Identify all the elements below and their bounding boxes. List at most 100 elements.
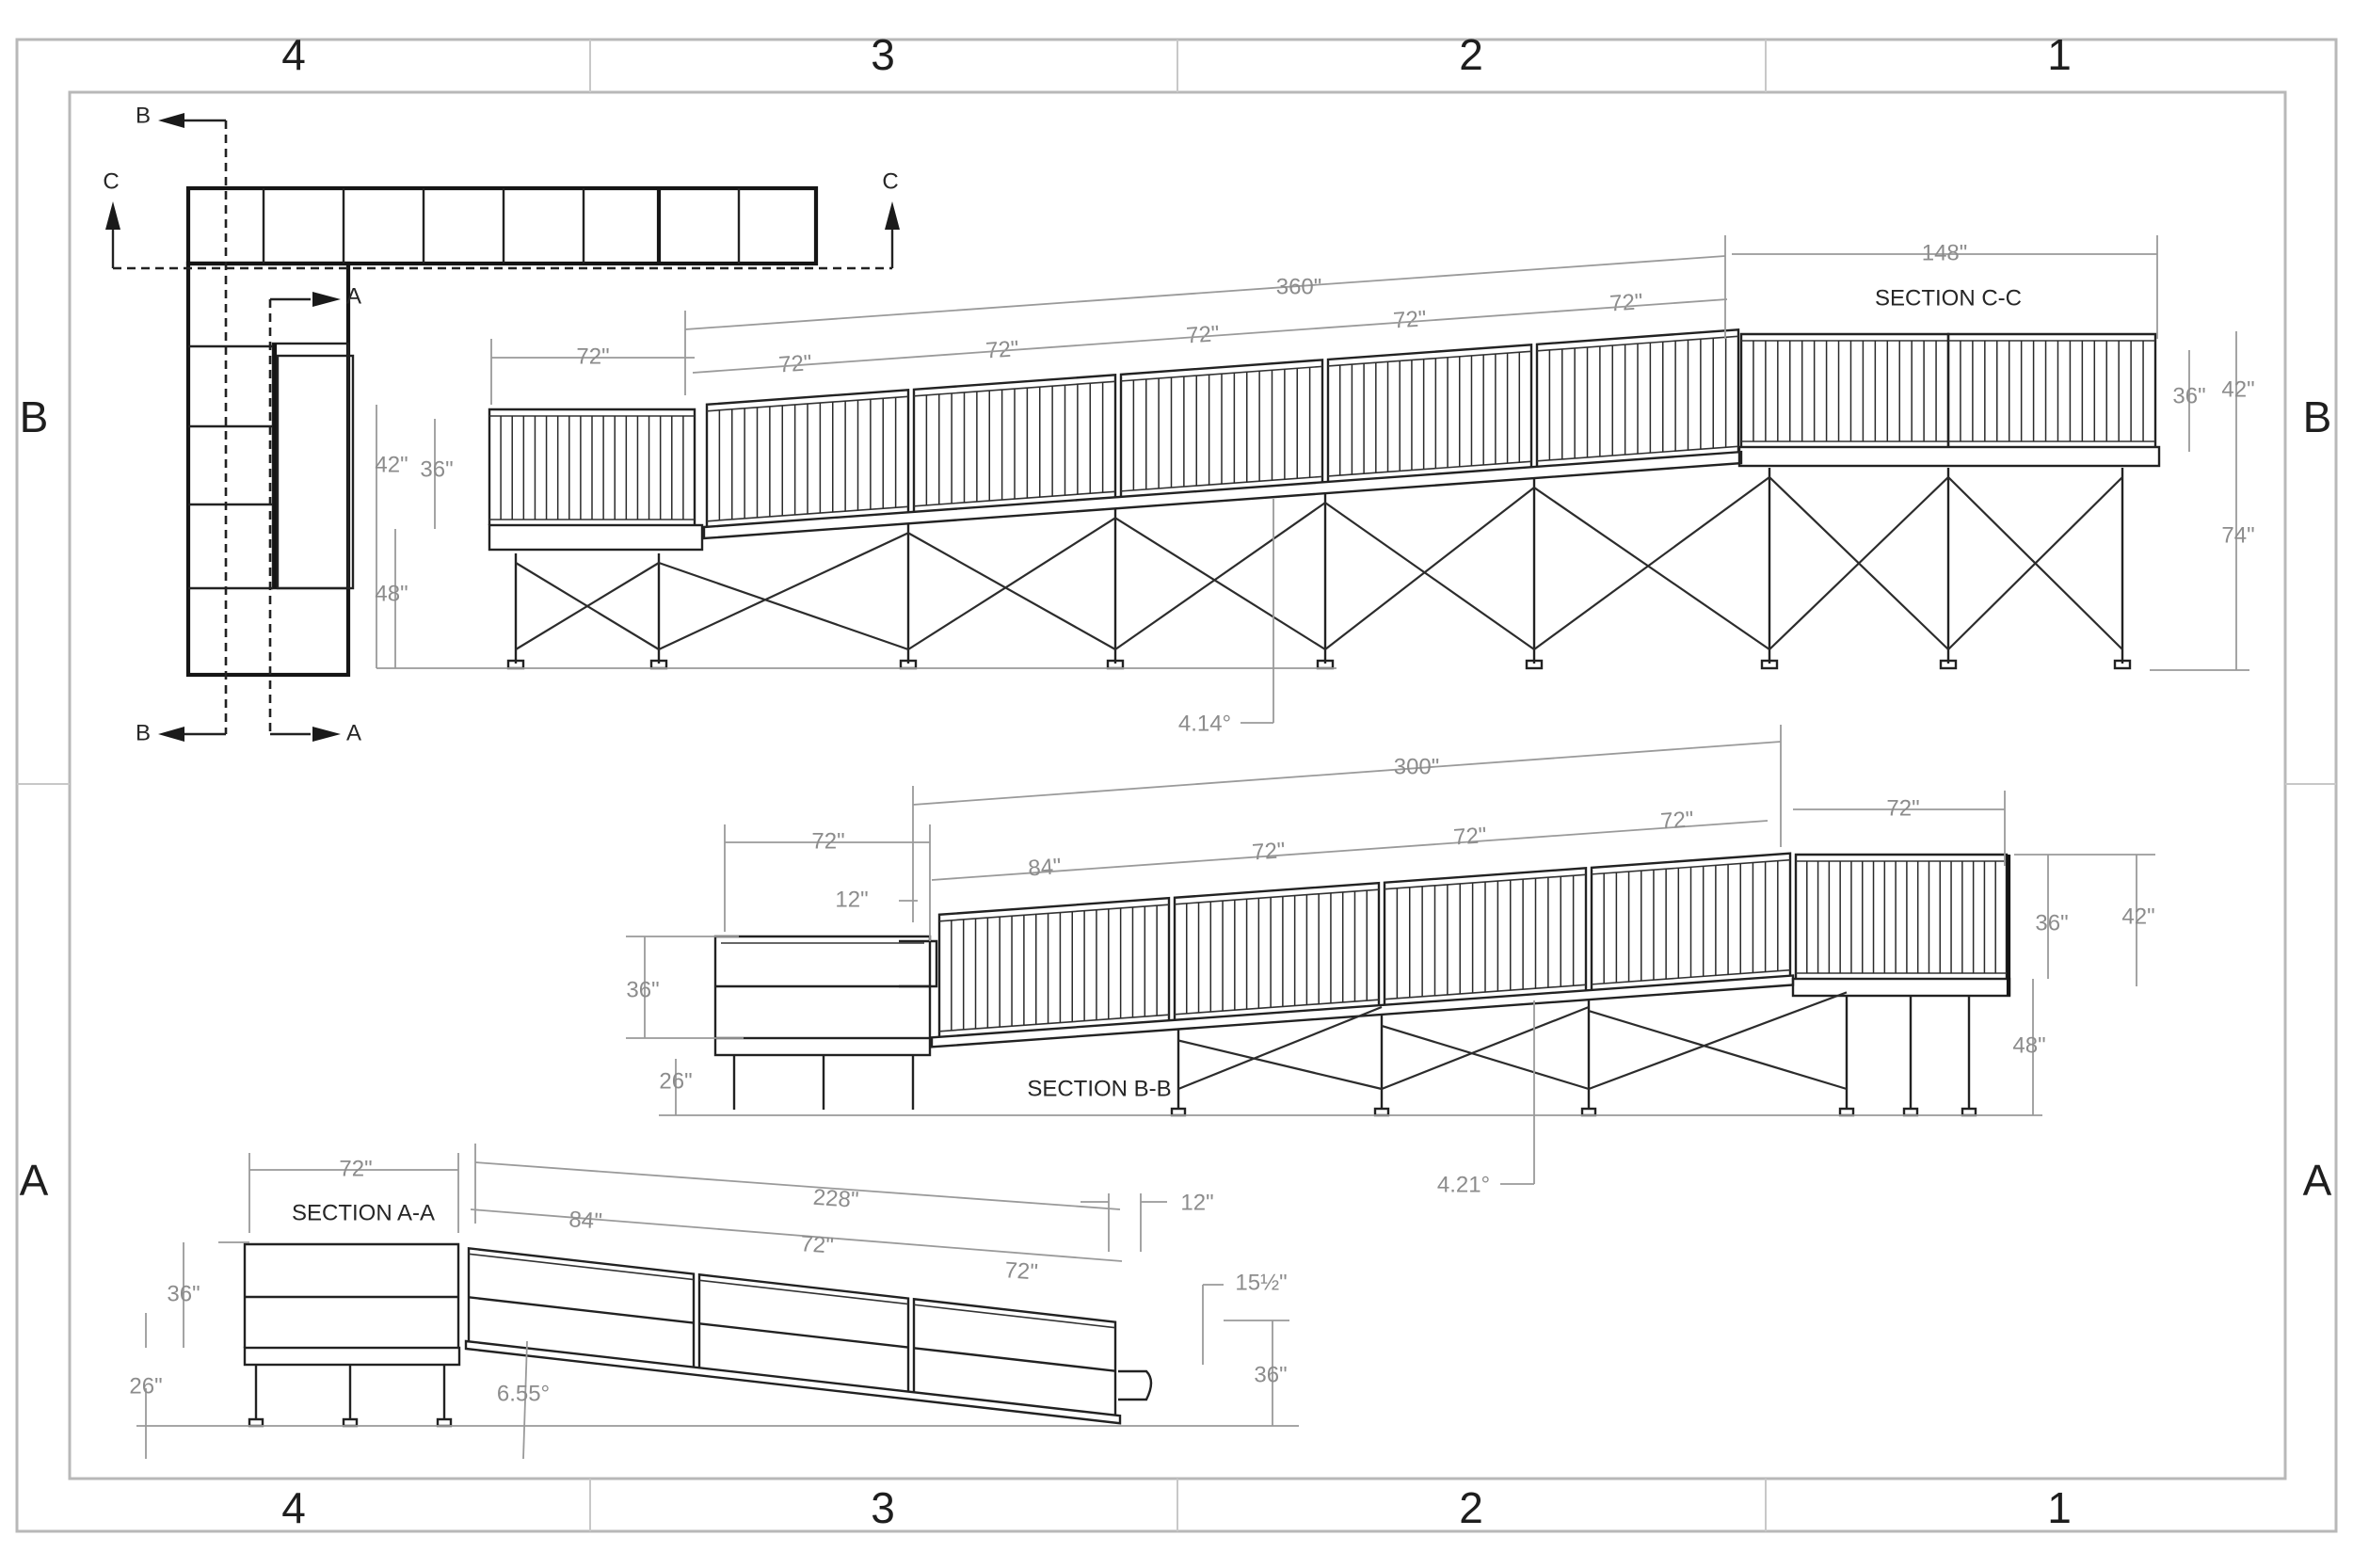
c-top-landing-deck xyxy=(1737,445,2161,468)
c-cross-brace xyxy=(515,562,660,650)
dim-a-module-3: 72" xyxy=(1004,1257,1039,1285)
a-leg-foot xyxy=(342,1417,359,1428)
plan-inner-ramp xyxy=(271,342,350,590)
zone-col-bottom-2: 2 xyxy=(1459,1483,1483,1532)
panel-bottom-rail xyxy=(1174,999,1380,1016)
dim-b-overall xyxy=(912,741,1782,806)
dim-a-end-rail-text: 36" xyxy=(1254,1362,1287,1387)
a-ramp-deck xyxy=(464,1339,1122,1425)
dim-b-offset-text: 12" xyxy=(835,887,868,912)
b-ramp-guard xyxy=(1590,852,1792,990)
panel-bottom-rail xyxy=(1327,460,1532,477)
panel-frame xyxy=(488,408,696,525)
c-ramp-guard xyxy=(1119,359,1324,497)
c-cross-brace xyxy=(658,532,909,650)
panel-bottom-rail xyxy=(1536,445,1739,462)
dim-b-module-1: 84" xyxy=(1027,854,1062,881)
b-leg-foot xyxy=(1961,1107,1977,1117)
zone-row-right-a: A xyxy=(2303,1156,2332,1205)
section-c-title: SECTION C-C xyxy=(1875,285,2022,311)
b-ramp-guard xyxy=(1173,881,1381,1020)
a-ramp-rail-module xyxy=(912,1297,1117,1416)
c-ramp-guard xyxy=(912,374,1117,512)
c-cross-brace xyxy=(1324,502,1535,650)
dim-a-extension-text: 12" xyxy=(1180,1190,1213,1215)
c-ramp-deck xyxy=(702,450,1743,540)
c-cross-brace xyxy=(658,561,909,651)
dim-c-start-rail-text: 36" xyxy=(420,456,453,482)
cut-label-a-bottom: A xyxy=(346,720,361,745)
b-ramp-deck xyxy=(930,974,1795,1048)
zone-labels: 4 3 2 1 4 3 2 1 B A B A xyxy=(20,30,2332,1532)
zone-col-top-1: 1 xyxy=(2047,30,2072,79)
a-leg-foot xyxy=(248,1417,264,1428)
panel-frame xyxy=(1383,867,1588,1005)
b-cross-brace xyxy=(1177,1039,1383,1091)
c-start-landing-deck xyxy=(488,523,704,552)
panel-frame xyxy=(1946,332,2157,447)
a-mid-rail xyxy=(468,1296,695,1324)
dim-c-start-guard-text: 42" xyxy=(375,452,408,477)
panel-frame xyxy=(1794,853,2009,979)
a-rail-frame xyxy=(912,1297,1117,1416)
b-leg-foot xyxy=(1580,1107,1597,1117)
dim-c-start-height-text: 48" xyxy=(375,581,408,606)
c-cross-brace xyxy=(907,517,1116,650)
cut-arrow-c-right xyxy=(885,201,900,230)
c-leg-foot xyxy=(1939,659,1958,670)
section-b-title: SECTION B-B xyxy=(1027,1076,1171,1101)
a-mid-rail xyxy=(913,1347,1116,1372)
dim-c-overall-text: 360" xyxy=(1276,274,1322,299)
a-rail-frame xyxy=(697,1272,910,1392)
b-cross-brace xyxy=(1381,1024,1590,1091)
b-leg-foot xyxy=(1170,1107,1187,1117)
plan-lower-landing xyxy=(276,354,355,590)
dim-c-module-5: 72" xyxy=(1609,289,1643,316)
a-ramp-rail-module xyxy=(697,1272,910,1392)
zone-col-top-3: 3 xyxy=(871,30,895,79)
c-leg-foot xyxy=(1760,659,1779,670)
a-ramp-rail-module xyxy=(467,1246,696,1368)
dim-b-end-height-text: 48" xyxy=(2012,1032,2045,1058)
b-cross-brace xyxy=(1381,1005,1590,1091)
dim-a-slope-text: 6.55° xyxy=(497,1381,550,1406)
dim-b-module-4: 72" xyxy=(1659,807,1694,834)
b-ramp-guard xyxy=(1383,867,1588,1005)
c-leg-foot xyxy=(1525,659,1544,670)
zone-col-bottom-3: 3 xyxy=(871,1483,895,1532)
b-cross-brace xyxy=(1588,1010,1848,1091)
section-a-title: SECTION A-A xyxy=(292,1200,435,1225)
panel-frame xyxy=(912,374,1117,512)
dim-b-rail-text: 36" xyxy=(626,977,659,1002)
zone-col-bottom-1: 1 xyxy=(2047,1483,2072,1532)
a-rail-extension xyxy=(1118,1369,1153,1401)
panel-frame xyxy=(1590,852,1792,990)
panel-frame xyxy=(1119,359,1324,497)
panel-top-rail xyxy=(1327,350,1532,367)
c-leg-foot xyxy=(2113,659,2132,670)
b-cross-brace xyxy=(1177,1005,1383,1091)
section-a-a: SECTION A-A 72" 228" 84" 72" 72" 12" 36"… xyxy=(129,1144,1299,1460)
a-leg-foot xyxy=(436,1417,453,1428)
b-leg-foot xyxy=(1838,1107,1855,1117)
cut-label-b-bottom: B xyxy=(136,720,151,745)
b-cross-brace xyxy=(1588,991,1848,1091)
dim-b-start-landing-text: 72" xyxy=(811,828,844,854)
dim-b-end-landing-text: 72" xyxy=(1886,795,1919,821)
dim-a-toe-height-text: 15½" xyxy=(1235,1270,1287,1295)
c-cross-brace xyxy=(1324,487,1535,650)
cut-arrow-c-left xyxy=(105,201,120,230)
zone-col-top-2: 2 xyxy=(1459,30,1483,79)
a-mid-rail xyxy=(698,1322,909,1349)
section-a-dimensions: 72" 228" 84" 72" 72" 12" 36" 26" 36" xyxy=(129,1144,1299,1460)
panel-frame xyxy=(1739,332,1950,447)
dim-a-slope-leader xyxy=(522,1340,528,1460)
c-top-landing-guard xyxy=(1946,332,2157,447)
dim-b-end-guard-text: 42" xyxy=(2121,904,2154,929)
dim-c-landing-text: 148" xyxy=(1922,240,1968,265)
panel-frame xyxy=(705,388,910,527)
a-rail-frame xyxy=(467,1246,696,1368)
dim-a-module-1: 84" xyxy=(568,1207,603,1234)
dim-b-start-height-text: 26" xyxy=(659,1068,692,1094)
